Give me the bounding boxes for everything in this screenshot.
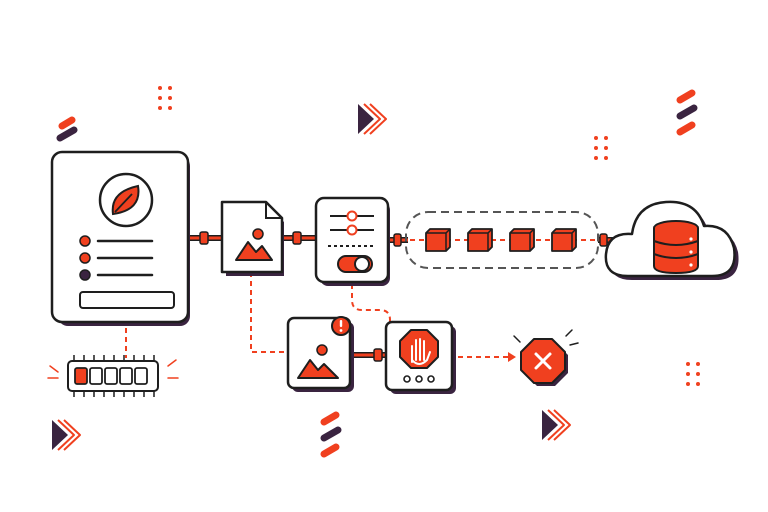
chip-cell [119, 367, 133, 385]
image-alert-icon [297, 316, 351, 379]
reject-spark-icon [513, 329, 579, 346]
flagged-image [286, 316, 354, 392]
packet-queue [405, 211, 599, 269]
slider-toggle-icon [328, 210, 376, 273]
list-bullet [79, 269, 91, 281]
rejected [513, 329, 579, 386]
decor-play-chevrons-2 [52, 419, 81, 451]
list-bullet [79, 252, 91, 264]
decor-slash-1 [56, 116, 78, 142]
chip-icon [74, 367, 148, 385]
decor-dot-grid-3 [686, 362, 700, 386]
cube-icon [509, 228, 535, 252]
memory-chip [47, 355, 179, 397]
decor-dot-grid-2 [594, 136, 608, 160]
cloud-database [604, 200, 739, 280]
decor-dot-grid-1 [158, 86, 172, 110]
chip-spark-icon [47, 359, 179, 379]
edge-filter-to-queue [388, 233, 408, 247]
app-panel-list [79, 235, 154, 281]
cube-icon [467, 228, 493, 252]
cube-icon [425, 228, 451, 252]
blocked [384, 320, 456, 394]
blocked-dots [403, 375, 435, 383]
edge-image-to-flagged [250, 272, 292, 353]
leaf-icon [98, 172, 154, 228]
database-icon [653, 220, 699, 275]
list-bullet [79, 235, 91, 247]
edge-app-to-image [190, 231, 222, 245]
app-panel [50, 150, 190, 326]
filter-settings [314, 196, 390, 286]
decor-play-chevrons-1 [358, 103, 387, 135]
image-file [220, 200, 284, 276]
chip-cell [134, 367, 148, 385]
packet-cubes [425, 228, 577, 252]
chip-cell [74, 367, 88, 385]
close-icon [534, 352, 552, 370]
image-file-icon [235, 228, 273, 261]
edge-blocked-to-rejected [458, 352, 516, 362]
cube-icon [551, 228, 577, 252]
decor-play-chevrons-3 [542, 409, 571, 441]
app-panel-input-bar [79, 291, 175, 309]
decor-slash-2 [676, 89, 698, 136]
edge-filter-to-blocked [351, 284, 391, 322]
chip-cell [89, 367, 103, 385]
stop-hand-icon [399, 329, 439, 369]
decor-slash-3 [320, 411, 342, 458]
chip-cell [104, 367, 118, 385]
edge-image-to-filter [282, 231, 316, 245]
edge-flagged-to-blocked [352, 348, 388, 362]
